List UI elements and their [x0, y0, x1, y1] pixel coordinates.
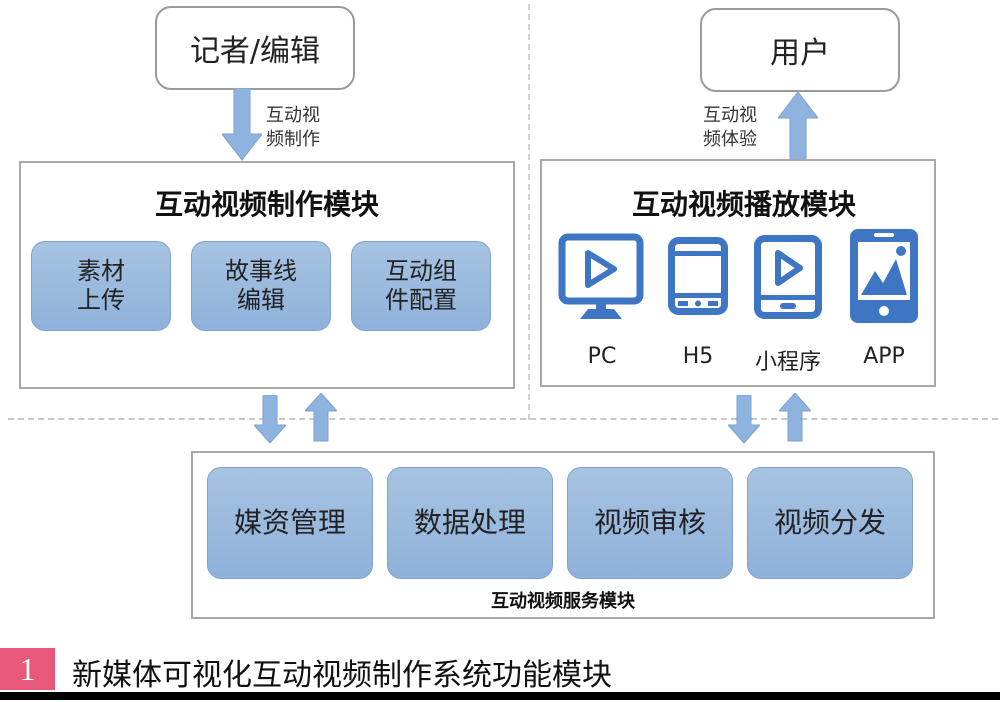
production-module-panel: 互动视频制作模块 素材 上传 故事线 编辑 互动组 件配置: [19, 161, 515, 389]
production-item-material-upload: 素材 上传: [31, 241, 171, 331]
phone-image-icon: [850, 229, 918, 323]
device-label-pc: PC: [587, 344, 617, 369]
device-label-h5: H5: [682, 344, 714, 369]
arrow-down-playback-to-service: [728, 395, 760, 444]
production-item-storyline-edit: 故事线 编辑: [191, 241, 331, 331]
production-module-title: 互动视频制作模块: [154, 188, 379, 221]
production-item-component-config: 互动组 件配置: [351, 241, 491, 331]
arrow-up-service-to-production: [305, 393, 337, 442]
caption-text: 新媒体可视化互动视频制作系统功能模块: [72, 658, 612, 693]
tablet-icon: [668, 237, 728, 315]
journalist-editor-label: 记者/编辑: [189, 34, 321, 69]
caption-number-badge: 1: [0, 648, 55, 690]
user-node: 用户: [700, 8, 900, 92]
service-module-title: 互动视频服务模块: [491, 591, 635, 612]
production-arrow-label: 互动视 频制作: [266, 105, 320, 150]
arrow-up-experience: [778, 92, 818, 160]
service-item-video-review: 视频审核: [567, 467, 733, 579]
tablet-play-icon: [754, 235, 822, 319]
experience-arrow-label: 互动视 频体验: [703, 105, 757, 150]
vertical-divider: [528, 4, 530, 420]
arrow-up-service-to-playback: [779, 393, 811, 442]
device-label-mini-program: 小程序: [754, 350, 821, 375]
arrow-down-production: [222, 88, 262, 161]
caption-rule: [0, 692, 1000, 700]
journalist-editor-node: 记者/编辑: [155, 6, 355, 90]
service-item-video-distribution: 视频分发: [747, 467, 913, 579]
playback-module-title: 互动视频播放模块: [632, 188, 857, 221]
arrow-down-production-to-service: [254, 395, 286, 444]
service-module-panel: 媒资管理 数据处理 视频审核 视频分发 互动视频服务模块: [191, 451, 935, 619]
service-item-media-asset-management: 媒资管理: [207, 467, 373, 579]
user-label: 用户: [770, 36, 830, 71]
horizontal-divider: [8, 418, 998, 420]
service-item-data-processing: 数据处理: [387, 467, 553, 579]
monitor-play-icon: [558, 233, 644, 319]
device-label-app: APP: [863, 344, 905, 369]
playback-module-panel: 互动视频播放模块 PC H5 小程序 APP: [540, 159, 936, 387]
figure-caption: 1 新媒体可视化互动视频制作系统功能模块: [0, 648, 1000, 693]
